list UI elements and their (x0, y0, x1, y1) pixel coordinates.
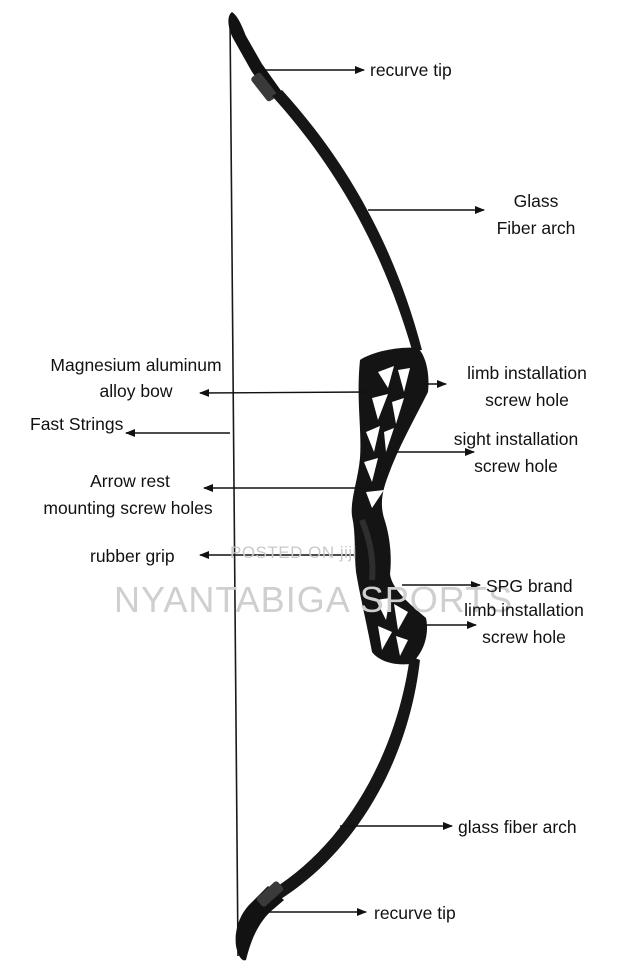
label-limb-install-top-1: limb installation (467, 363, 587, 383)
label-fast-strings: Fast Strings (30, 414, 124, 434)
lower-recurve-tip (235, 886, 284, 961)
label-glass-fiber-arch-bottom: glass fiber arch (458, 817, 577, 837)
rubber-grip (359, 518, 376, 581)
riser-cutouts (364, 366, 410, 656)
label-magnesium-1: Magnesium aluminum (50, 355, 221, 375)
label-limb-install-bottom-1: limb installation (464, 600, 584, 620)
upper-recurve-tip (228, 12, 282, 100)
label-limb-install-bottom-2: screw hole (482, 627, 566, 647)
bow-string (229, 15, 239, 957)
lower-tip-sleeve (256, 881, 284, 907)
label-arrow-rest-1: Arrow rest (90, 471, 170, 491)
label-glass-fiber-arch-2: Fiber arch (497, 218, 576, 238)
lower-limb (268, 656, 420, 902)
riser (351, 347, 429, 665)
watermark-seller: NYANTABIGA SPORTS (114, 579, 513, 620)
label-recurve-tip-bottom: recurve tip (374, 903, 456, 923)
label-spg-brand: SPG brand (486, 576, 573, 596)
label-limb-install-top-2: screw hole (485, 390, 569, 410)
label-rubber-grip: rubber grip (90, 546, 175, 566)
upper-limb (272, 90, 422, 350)
watermark-posted-on: POSTED ON jiji (230, 543, 357, 562)
label-sight-install-1: sight installation (454, 429, 579, 449)
label-recurve-tip-top: recurve tip (370, 60, 452, 80)
label-glass-fiber-arch-1: Glass (514, 191, 559, 211)
label-arrow-rest-2: mounting screw holes (43, 498, 212, 518)
label-sight-install-2: screw hole (474, 456, 558, 476)
label-magnesium-2: alloy bow (100, 381, 173, 401)
arrow-magnesium (199, 388, 369, 397)
upper-tip-sleeve (251, 72, 277, 102)
